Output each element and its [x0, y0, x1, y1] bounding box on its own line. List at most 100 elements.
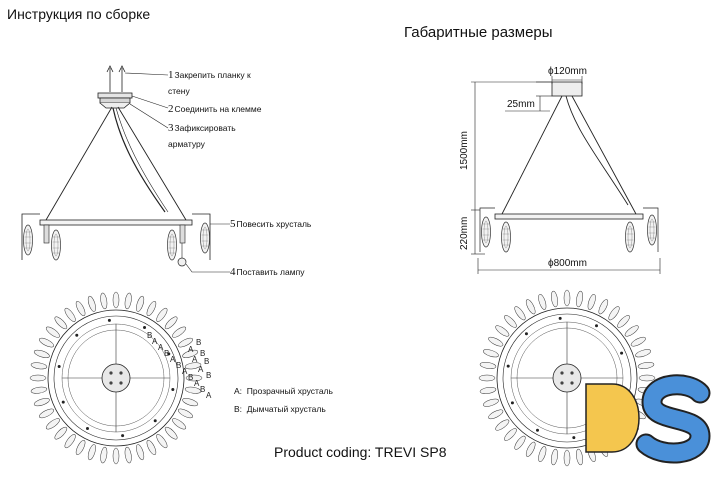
top-view-crystal [172, 418, 187, 430]
top-view-crystal [184, 362, 202, 370]
dimension-canopy-height: 25mm [507, 99, 535, 110]
top-view-crystal [624, 325, 639, 337]
step-1-label-cont: стену [168, 86, 190, 96]
assembly-side-view [21, 65, 211, 267]
top-view-crystal [156, 307, 168, 322]
top-view-crystal [495, 325, 510, 337]
top-view-crystal [112, 291, 120, 309]
top-view-crystal [100, 292, 108, 310]
top-view-crystal [33, 398, 50, 407]
crystal-type-marker: B [176, 361, 181, 370]
top-view-crystal [30, 386, 48, 394]
top-view-crystal [64, 307, 76, 322]
top-view-crystal [136, 444, 145, 461]
top-view-crystal [479, 362, 497, 369]
top-view-crystal [483, 349, 499, 358]
top-view-crystal [136, 295, 145, 312]
top-view-crystal [112, 447, 120, 465]
step-3-label-cont: арматуру [168, 139, 205, 149]
crystal-type-marker: A [152, 337, 158, 346]
top-view-crystal [488, 336, 504, 347]
top-view-crystal [177, 408, 194, 419]
step-5-label: 5Повесить хрусталь [230, 218, 312, 230]
top-view-crystal [156, 434, 168, 449]
crystal-type-marker: B [188, 373, 193, 382]
top-view-crystal [630, 336, 646, 347]
top-view-crystal [54, 426, 68, 440]
top-view-crystal [64, 434, 76, 449]
top-view-crystal [495, 419, 510, 431]
top-view-crystal [38, 408, 55, 419]
dimension-drop-length: 1500mm [459, 131, 470, 170]
top-view-crystal [576, 448, 583, 466]
top-view-crystal [576, 290, 583, 308]
top-view-crystal [30, 362, 48, 370]
crystal-type-marker: B [204, 357, 209, 366]
logo-letter-d [585, 383, 640, 453]
step-1-label: 1Закрепить планку к [168, 69, 251, 81]
dimension-overall-diameter: ϕ800mm [548, 258, 587, 269]
product-coding: Product coding: TREVI SP8 [274, 444, 447, 460]
dimension-top-view [478, 289, 656, 467]
top-view-crystal [637, 362, 655, 369]
dimensions-title: Габаритные размеры [404, 24, 553, 41]
crystal-type-marker: A [194, 379, 200, 388]
top-view-crystal [551, 448, 558, 466]
dimension-body-height: 220mm [459, 216, 470, 250]
top-view-crystal [504, 315, 517, 328]
top-view-crystal [617, 315, 630, 328]
crystal-type-marker: B [164, 349, 169, 358]
step-4-label: 4Поставить лампу [230, 266, 305, 278]
top-view-crystal [635, 349, 651, 358]
crystal-type-marker: B [200, 349, 205, 358]
crystal-type-marker: A [206, 391, 212, 400]
legend-clear-crystal: A: Прозрачный хрусталь [234, 386, 333, 396]
top-view-crystal [538, 294, 547, 310]
crystal-type-marker: A [182, 367, 188, 376]
top-view-crystal [638, 374, 656, 382]
top-view-crystal [164, 426, 178, 440]
crystal-type-marker: B [147, 331, 152, 340]
top-view-crystal [551, 290, 558, 308]
top-view-crystal [598, 299, 609, 315]
assembly-top-view [29, 291, 203, 465]
ds-logo [585, 374, 711, 464]
crystal-type-marker: A [192, 355, 198, 364]
dimension-lines [471, 76, 661, 274]
legend-smoked-crystal: B: Дымчатый хрусталь [234, 404, 326, 414]
crystal-type-marker: B [200, 385, 205, 394]
top-view-crystal [538, 446, 547, 462]
top-view-crystal [45, 418, 60, 430]
step-2-label: 2Соединить на клемме [168, 103, 262, 115]
top-view-crystal [184, 386, 202, 394]
top-view-crystal [478, 374, 496, 382]
top-view-crystal [483, 398, 499, 407]
top-view-crystal [488, 409, 504, 420]
top-view-crystal [479, 387, 497, 394]
dimension-side-view [479, 81, 659, 252]
top-view-crystal [164, 316, 178, 330]
top-view-crystal [38, 337, 55, 348]
dimension-canopy-diameter: ϕ120mm [548, 66, 587, 77]
top-view-crystal [146, 300, 157, 317]
top-view-crystal [33, 349, 50, 358]
top-view-crystal [182, 349, 199, 358]
top-view-crystal [124, 446, 132, 464]
top-view-crystal [525, 299, 536, 315]
top-view-crystal [177, 337, 194, 348]
top-view-crystal [514, 435, 526, 450]
top-view-crystal [525, 441, 536, 457]
assembly-leader-lines [124, 72, 230, 273]
top-view-crystal [608, 306, 620, 321]
top-view-crystal [185, 374, 203, 382]
top-view-crystal [100, 446, 108, 464]
crystal-type-marker: B [206, 371, 211, 380]
top-view-crystal [504, 428, 517, 441]
crystal-type-marker: A [198, 365, 204, 374]
top-view-crystal [146, 439, 157, 456]
top-view-crystal [75, 300, 86, 317]
top-view-crystal [172, 326, 187, 338]
crystal-type-marker: A [188, 345, 194, 354]
